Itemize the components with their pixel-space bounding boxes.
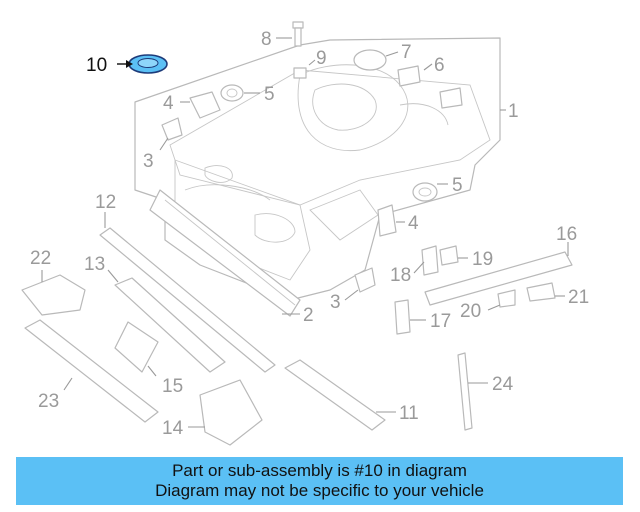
- callout-15: 15: [162, 376, 183, 397]
- part-16-rail: [424, 251, 573, 306]
- part-20-bracket: [497, 289, 516, 308]
- part-12-crossbar: [99, 227, 276, 373]
- part-8-stud: [292, 21, 304, 47]
- callout-18: 18: [390, 265, 411, 286]
- part-15-bracket: [114, 321, 159, 373]
- callout-3-upper: 3: [143, 151, 154, 172]
- callout-16: 16: [556, 224, 577, 245]
- callout-4-upper: 4: [163, 93, 174, 114]
- banner-line-2: Diagram may not be specific to your vehi…: [155, 481, 484, 500]
- callout-10: 10: [86, 55, 107, 76]
- callout-24: 24: [492, 374, 514, 395]
- callout-23: 23: [38, 391, 59, 412]
- part-5-grommet-lower: [412, 182, 438, 202]
- callout-5-lower: 5: [452, 175, 463, 196]
- parts-diagram: 10 1 2 3 3 4 4 5 5 6 7 8 9 11 12 13 14 1…: [21, 21, 589, 446]
- callout-22: 22: [30, 248, 51, 269]
- part-13-bracket: [114, 277, 226, 373]
- callout-8: 8: [261, 29, 272, 50]
- callout-6: 6: [434, 55, 445, 76]
- callout-1: 1: [508, 101, 519, 122]
- part-22-bracket: [21, 274, 86, 316]
- part-9-nut: [293, 67, 307, 79]
- callouts: 10 1 2 3 3 4 4 5 5 6 7 8 9 11 12 13 14 1…: [30, 29, 589, 439]
- callout-21: 21: [568, 287, 589, 308]
- callout-9: 9: [316, 48, 327, 69]
- callout-19: 19: [472, 249, 493, 270]
- part-4-bracket-lower: [377, 204, 397, 237]
- part-23-rail: [24, 319, 159, 423]
- callout-2: 2: [303, 305, 314, 326]
- part-19-bracket: [439, 245, 459, 266]
- callout-20: 20: [460, 301, 481, 322]
- part-14-bracket: [199, 379, 263, 446]
- part-10-grommet: [128, 54, 168, 74]
- callout-5-upper: 5: [264, 84, 275, 105]
- callout-12: 12: [95, 192, 116, 213]
- info-banner: Part or sub-assembly is #10 in diagram D…: [16, 457, 623, 505]
- callout-14: 14: [162, 418, 184, 439]
- callout-3-lower: 3: [330, 292, 341, 313]
- part-7-plug: [353, 49, 387, 71]
- callout-11: 11: [399, 403, 419, 424]
- leader-10-arrow: [126, 60, 133, 68]
- part-17-bracket: [394, 299, 411, 335]
- part-3-bracket-upper: [161, 117, 183, 141]
- banner-line-1: Part or sub-assembly is #10 in diagram: [172, 461, 467, 480]
- part-2-rail: [149, 189, 301, 317]
- part-11-rail: [284, 359, 386, 431]
- callout-13: 13: [84, 254, 105, 275]
- callout-17: 17: [430, 311, 451, 332]
- callout-7: 7: [401, 42, 412, 63]
- part-18-bracket: [421, 245, 439, 276]
- part-21-bracket: [526, 282, 556, 302]
- part-24-rod: [457, 352, 473, 431]
- part-3-bracket-lower: [354, 267, 376, 293]
- part-6-brackets: [397, 65, 463, 109]
- part-4-bracket-upper: [189, 91, 221, 119]
- part-5-grommet-upper: [220, 84, 244, 102]
- callout-4-lower: 4: [408, 213, 419, 234]
